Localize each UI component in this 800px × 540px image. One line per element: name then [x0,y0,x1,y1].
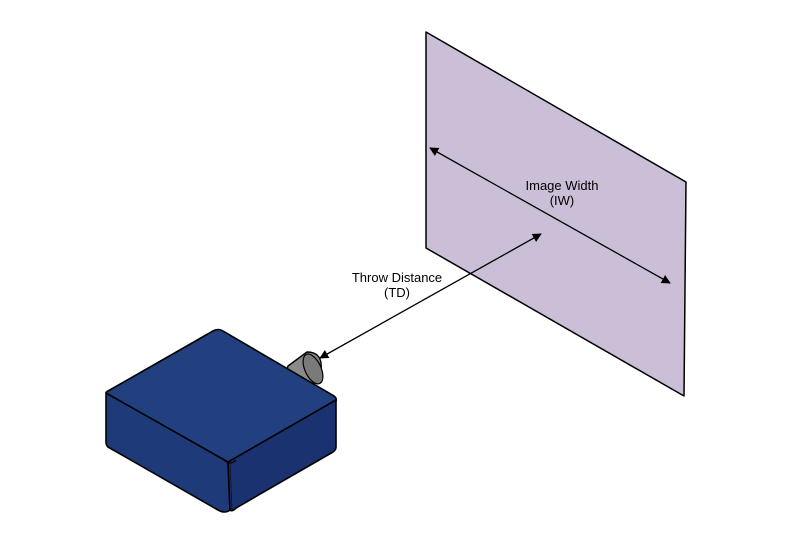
throw-distance-arrow [319,233,542,359]
projection-screen [425,31,687,397]
image-width-label: Image Width [526,178,599,193]
projector-seam [229,462,233,511]
projector-side [227,399,337,512]
projector-front [105,392,231,513]
throw-distance-label: Throw Distance [352,270,442,285]
image-width-arrow [429,147,671,284]
throw-distance-abbr-label: (TD) [384,285,410,300]
image-width-abbr-label: (IW) [550,193,575,208]
projector-icon [105,328,338,513]
